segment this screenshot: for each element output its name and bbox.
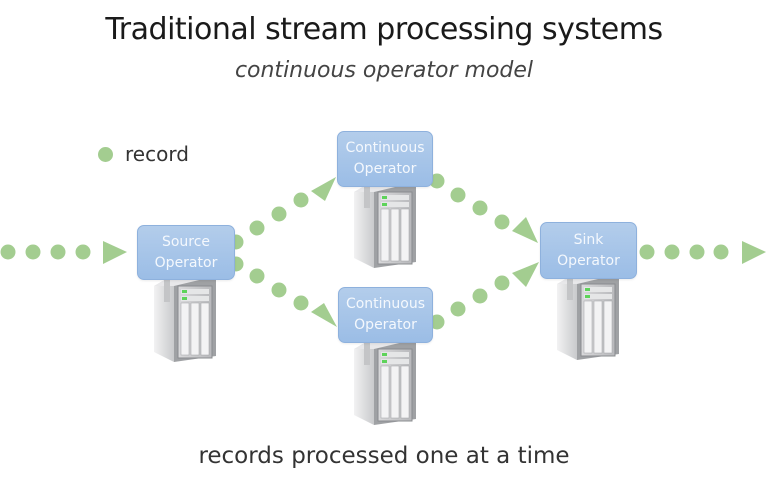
record-dot-icon bbox=[450, 301, 466, 317]
legend-label: record bbox=[125, 142, 189, 166]
continuous-operator-bottom-line2: Operator bbox=[354, 317, 417, 333]
record-dot-icon bbox=[429, 314, 445, 330]
continuous-operator-top-line2: Operator bbox=[353, 161, 417, 177]
source-operator-line2: Operator bbox=[154, 254, 218, 271]
source-operator-line1: Source bbox=[161, 233, 211, 250]
record-dot-icon bbox=[25, 244, 41, 260]
record-dot-icon bbox=[472, 288, 488, 304]
record-dot-icon bbox=[271, 206, 287, 222]
sink-operator: Sink Operator bbox=[540, 222, 637, 279]
record-dot-icon bbox=[429, 173, 445, 189]
record-dot-icon bbox=[450, 187, 466, 203]
record-dot-icon bbox=[75, 244, 91, 260]
record-dot-icon bbox=[664, 244, 680, 260]
record-dot-icon bbox=[494, 214, 510, 230]
record-dot-icon bbox=[249, 220, 265, 236]
arrowhead-triangle-icon bbox=[742, 241, 766, 264]
slide-title: Traditional stream processing systems bbox=[105, 12, 663, 47]
caption: records processed one at a time bbox=[198, 443, 570, 469]
continuous-operator-bottom: Continuous Operator bbox=[338, 287, 433, 343]
record-dot-icon bbox=[689, 244, 705, 260]
arrowhead-triangle-icon bbox=[512, 262, 539, 287]
record-dot-icon bbox=[494, 275, 510, 291]
record-dot-icon bbox=[271, 282, 287, 298]
arrowhead-triangle-icon bbox=[311, 303, 337, 327]
continuous-operator-top: Continuous Operator bbox=[337, 131, 433, 187]
record-dot-icon bbox=[50, 244, 66, 260]
sink-operator-line2: Operator bbox=[557, 252, 620, 269]
server-tower-icon bbox=[354, 337, 416, 425]
arrowhead-triangle-icon bbox=[311, 177, 336, 201]
arrowhead-triangle-icon bbox=[103, 241, 127, 264]
record-dot-icon bbox=[713, 244, 729, 260]
record-dot-icon bbox=[293, 295, 309, 311]
record-dot-icon bbox=[249, 268, 265, 284]
server-tower-icon bbox=[154, 274, 216, 362]
server-tower-icon bbox=[557, 272, 619, 360]
record-dot-icon bbox=[472, 200, 488, 216]
record-dot-icon bbox=[0, 244, 16, 260]
record-dot-icon bbox=[98, 146, 113, 162]
arrowhead-triangle-icon bbox=[512, 217, 538, 243]
legend: record bbox=[98, 142, 189, 166]
record-dot-icon bbox=[293, 192, 309, 208]
slide-subtitle: continuous operator model bbox=[234, 58, 534, 83]
continuous-operator-top-line1: Continuous bbox=[345, 140, 425, 156]
server-tower-icon bbox=[354, 180, 416, 268]
sink-operator-line1: Sink bbox=[573, 231, 604, 248]
continuous-operator-bottom-line1: Continuous bbox=[345, 296, 426, 312]
source-operator: Source Operator bbox=[137, 225, 235, 280]
record-dot-icon bbox=[639, 244, 655, 260]
